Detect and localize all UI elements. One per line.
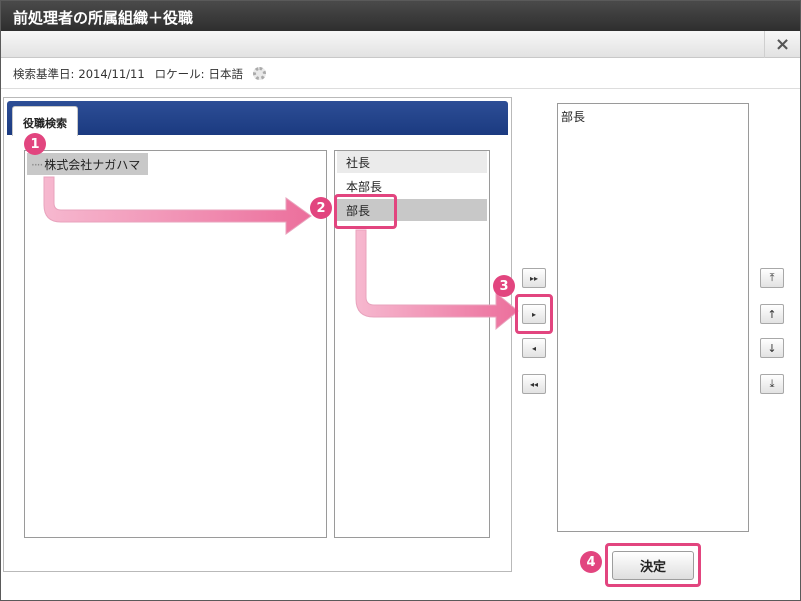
list-item-post-selected[interactable]: 部長	[337, 199, 487, 221]
list-item-post[interactable]: 社長	[337, 151, 487, 173]
selected-item[interactable]: 部長	[561, 110, 586, 124]
highlight-post-item	[334, 194, 397, 229]
locale-label: ロケール:	[154, 66, 205, 81]
highlight-decide-button	[605, 543, 701, 587]
close-icon[interactable]: ×	[764, 31, 800, 58]
list-item-post[interactable]: 本部長	[346, 180, 383, 194]
base-date-label: 検索基準日:	[13, 66, 75, 81]
step-badge-2: 2	[310, 197, 332, 219]
selected-list[interactable]: 部長	[557, 103, 749, 532]
tree-node-label: 株式会社ナガハマ	[44, 158, 141, 172]
move-down-button[interactable]: ↓	[760, 338, 784, 358]
locale-value: 日本語	[208, 66, 244, 81]
gear-icon[interactable]	[253, 67, 267, 80]
post-list[interactable]: 社長 本部長 部長	[334, 150, 490, 538]
arrow-2-to-3-shape	[355, 229, 519, 331]
remove-all-button[interactable]: ◂◂	[522, 374, 546, 394]
window-title: 前処理者の所属組織＋役職	[1, 1, 800, 31]
move-bottom-button[interactable]: ⤓	[760, 374, 784, 394]
add-all-button[interactable]: ▸▸	[522, 268, 546, 288]
arrow-1-to-2	[45, 176, 314, 231]
step-badge-1: 1	[24, 133, 46, 155]
step-badge-4: 4	[580, 551, 602, 573]
base-date-value: 2014/11/11	[78, 66, 145, 81]
tree-node-root[interactable]: ····株式会社ナガハマ	[27, 153, 148, 175]
move-up-button[interactable]: ↑	[760, 304, 784, 324]
highlight-add-button	[515, 294, 553, 334]
info-bar: 検索基準日: 2014/11/11 ロケール: 日本語	[1, 59, 800, 89]
tree-connector: ····	[31, 158, 43, 172]
close-bar: ×	[1, 31, 800, 58]
add-button[interactable]: ▸	[522, 304, 546, 324]
move-top-button[interactable]: ⤒	[760, 268, 784, 288]
decide-button[interactable]: 決定	[612, 551, 694, 580]
arrow-1-to-2-shape	[43, 176, 312, 235]
step-badge-3: 3	[493, 275, 515, 297]
tab-post-search[interactable]: 役職検索	[12, 106, 78, 136]
tab-strip: 役職検索	[7, 101, 508, 136]
remove-button[interactable]: ◂	[522, 338, 546, 358]
